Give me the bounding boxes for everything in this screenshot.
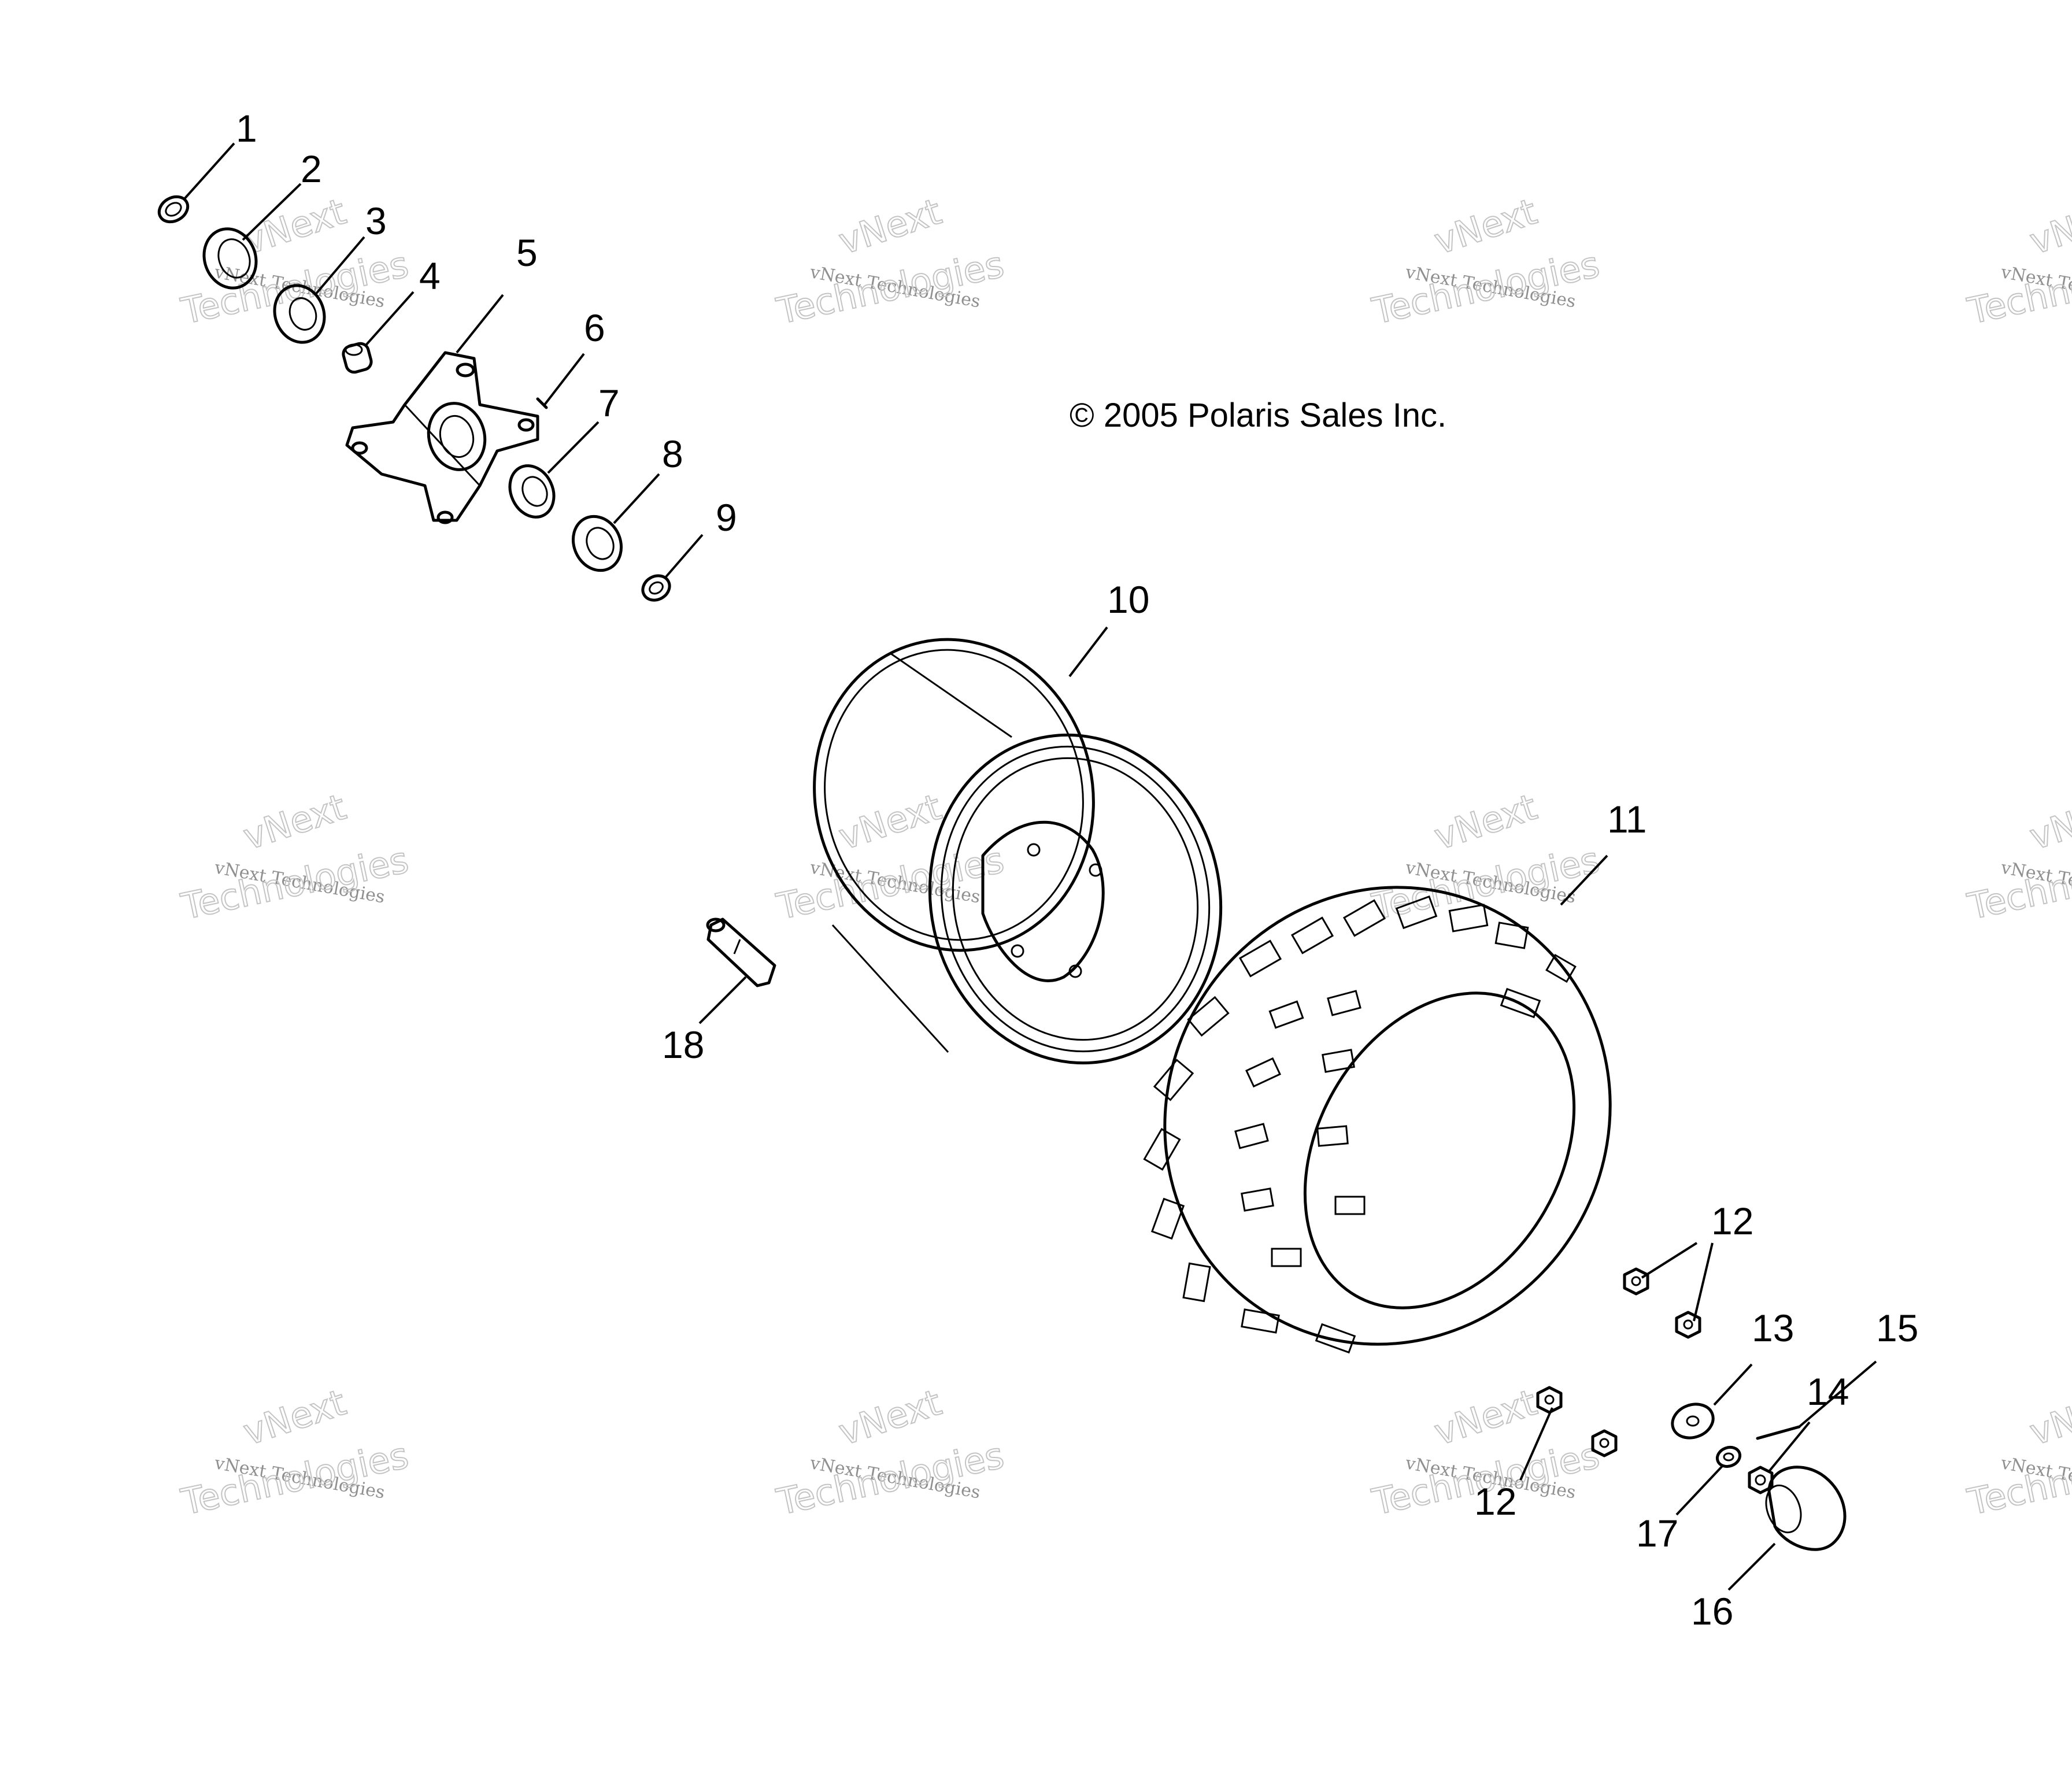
part-4-spacer — [342, 342, 373, 374]
watermark: vNext vNext Technologies Technologies — [177, 785, 413, 928]
callout-12: 12 — [1711, 1200, 1753, 1242]
watermark-technologies: Technologies — [1368, 243, 1603, 332]
callout-9: 9 — [716, 496, 737, 539]
part-2-seal — [202, 227, 258, 290]
callout-16: 16 — [1691, 1590, 1733, 1633]
watermark-vnext: vNext — [834, 1381, 946, 1453]
watermark-technologies: Technologies — [773, 243, 1008, 332]
part-15-cotter-pin — [1756, 1425, 1801, 1440]
watermark-vnext: vNext — [2025, 1381, 2072, 1453]
callout-14: 14 — [1807, 1370, 1849, 1413]
tire-icon — [1143, 886, 1612, 1354]
part-9-bushing — [641, 574, 671, 602]
watermark-vnext: vNext — [238, 1381, 351, 1453]
watermark-vnext: vNext — [1429, 1381, 1542, 1453]
callout-8: 8 — [662, 432, 683, 475]
part-12-lug-nut — [1623, 1267, 1649, 1296]
watermark-vnext: vNext — [1429, 190, 1542, 262]
callout-5: 5 — [516, 231, 538, 274]
part-18-valve-stem — [706, 917, 776, 987]
part-5-hub — [345, 351, 539, 524]
callout-7: 7 — [598, 382, 620, 424]
watermark-technologies: Technologies — [177, 838, 412, 927]
part-16-hub-cap — [1765, 1466, 1847, 1551]
callout-labels: 1 2 3 4 5 6 7 8 9 10 11 12 12 13 14 15 1… — [236, 107, 1918, 1633]
wheel-hub-icon — [345, 351, 539, 524]
part-12-lug-nut — [1675, 1311, 1701, 1339]
callout-13: 13 — [1752, 1307, 1794, 1349]
part-6-stud — [536, 397, 548, 409]
watermark-vnext: vNext — [1429, 786, 1542, 858]
part-17-washer — [1715, 1445, 1742, 1468]
part-3-bearing — [273, 284, 326, 344]
part-7-bearing — [508, 464, 556, 519]
watermark: vNext vNext Technologies Technologies — [772, 1381, 1008, 1524]
watermark-technologies: Technologies — [177, 243, 412, 332]
callout-10: 10 — [1107, 578, 1149, 621]
hub-cap-icon — [1765, 1466, 1847, 1551]
part-11-tire — [1143, 886, 1612, 1354]
part-1-bushing — [157, 195, 190, 224]
callout-17: 17 — [1636, 1512, 1678, 1555]
watermark: vNext vNext Technologies Technologies — [772, 785, 1008, 928]
callout-6: 6 — [584, 306, 605, 349]
callout-2: 2 — [301, 147, 322, 190]
watermark-vnext: vNext — [834, 190, 946, 262]
watermark: vNext vNext Technologies Technologies — [1368, 190, 1604, 333]
watermark: vNext vNext Technologies Technologies — [1963, 1381, 2072, 1524]
watermark-technologies: Technologies — [773, 838, 1008, 927]
leader-lines — [183, 142, 1877, 1591]
part-12-lug-nut — [1536, 1386, 1563, 1414]
part-10-rim — [813, 638, 1223, 1065]
callout-1: 1 — [236, 107, 257, 150]
watermark: vNext vNext Technologies Technologies — [1963, 785, 2072, 928]
callout-3: 3 — [365, 199, 387, 242]
valve-stem-icon — [706, 917, 776, 987]
watermark-vnext: vNext — [238, 786, 351, 858]
watermark-technologies: Technologies — [177, 1434, 412, 1523]
callout-11: 11 — [1607, 798, 1647, 841]
part-8-seal — [571, 515, 623, 572]
callout-18: 18 — [662, 1023, 704, 1066]
part-12-lug-nut — [1591, 1429, 1618, 1457]
watermark-technologies: Technologies — [773, 1434, 1008, 1523]
watermark: vNext vNext Technologies Technologies — [772, 190, 1008, 333]
watermark-vnext: vNext — [2025, 190, 2072, 262]
wheel-rim-icon — [813, 638, 1223, 1065]
copyright-text: © 2005 Polaris Sales Inc. — [1070, 397, 1446, 434]
watermark: vNext vNext Technologies Technologies — [177, 1381, 413, 1524]
callout-4: 4 — [419, 254, 441, 297]
part-13-washer — [1671, 1403, 1715, 1440]
watermark-vnext: vNext — [2025, 786, 2072, 858]
callout-12: 12 — [1474, 1480, 1516, 1523]
watermark-vnext: vNext — [834, 786, 946, 858]
watermark: vNext vNext Technologies Technologies — [1963, 190, 2072, 333]
callout-15: 15 — [1876, 1307, 1918, 1349]
